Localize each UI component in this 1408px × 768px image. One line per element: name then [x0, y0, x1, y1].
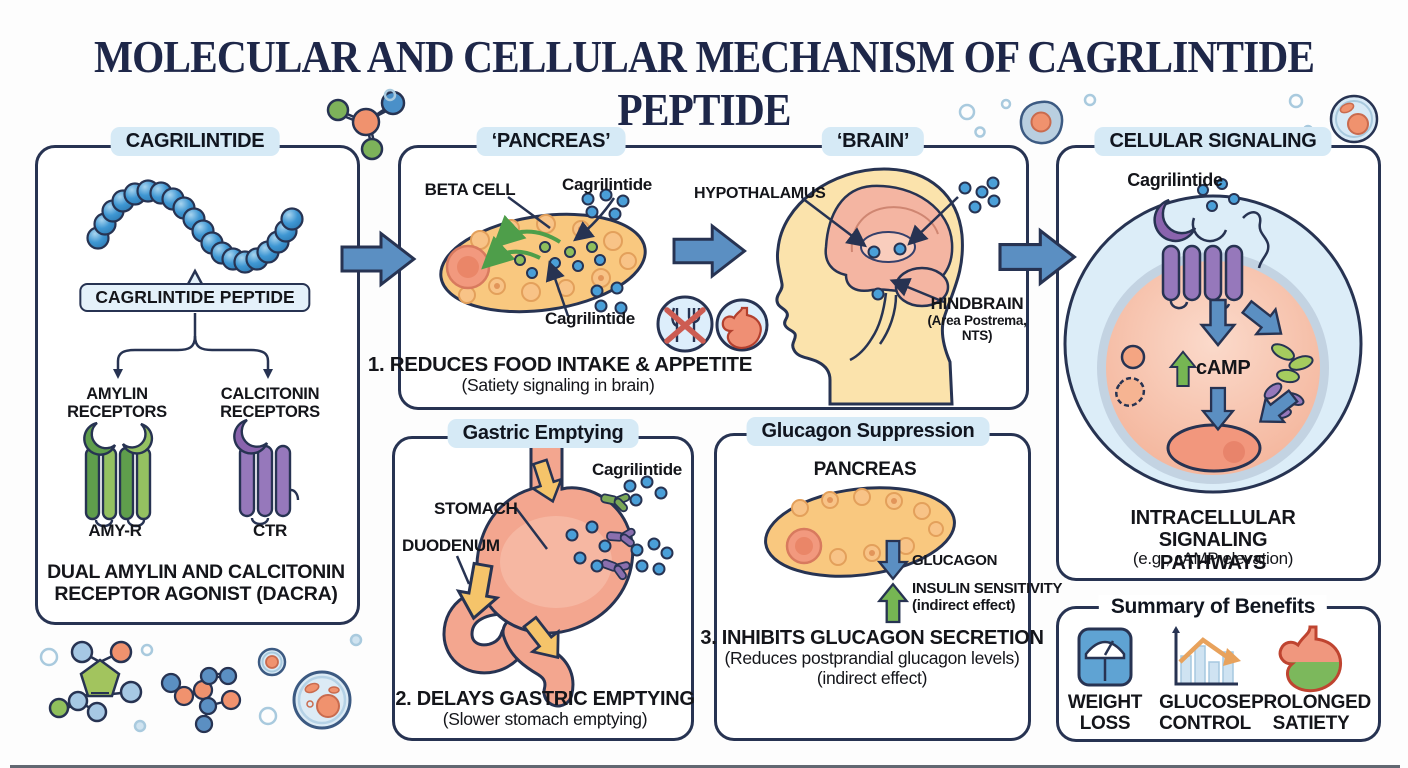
benefit-glucose-control-label: GLUCOSE CONTROL — [1159, 692, 1251, 735]
gastric-dots — [565, 475, 674, 576]
stomach-label: STOMACH — [434, 499, 518, 518]
glucagon-effect-sub: (Reduces postprandial glucagon levels) (… — [724, 648, 1020, 688]
peptide-tag: CAGRLINTIDE PEPTIDE — [79, 283, 311, 312]
cagrilintide-panel-header: CAGRILINTIDE — [110, 127, 280, 156]
molecule-pentagon-icon — [48, 640, 143, 723]
glucose-chart-icon — [1172, 626, 1241, 686]
stomach-illustration — [442, 444, 674, 708]
pancreas-effect-sub: (Satiety signaling in brain) — [461, 375, 655, 395]
gastric-connectors — [455, 507, 548, 585]
cagrilintide-top-label: Cagrilintide — [562, 175, 652, 194]
cell-cagrilintide-label: Cagrilintide — [1127, 170, 1223, 190]
cell-caption-sub: (e.g., cAMP elevation) — [1132, 549, 1294, 568]
ctr-label: CTR — [252, 521, 288, 540]
pancreas-connectors — [507, 195, 616, 317]
gastric-cagrilintide-label: Cagrilintide — [592, 460, 682, 479]
duodenum-label: DUODENUM — [402, 536, 500, 555]
glucagon-effect-main: 3. INHIBITS GLUCAGON SECRETION — [700, 627, 1044, 649]
glucagon-arrow-label: GLUCAGON — [912, 552, 998, 569]
calcitonin-receptors-label: CALCITONIN RECEPTORS — [220, 385, 320, 422]
nucleus — [1166, 423, 1262, 473]
pancreas-effect-main: 1. REDUCES FOOD INTAKE & APPETITE — [367, 353, 753, 376]
page-title: MOLECULAR AND CELLULAR MECHANISM OF CAGR… — [93, 31, 1315, 135]
dacra-label: DUAL AMYLIN AND CALCITONIN RECEPTOR AGON… — [47, 561, 345, 605]
gastric-panel-header: Gastric Emptying — [447, 419, 639, 448]
flow-arrow-left-to-pancreas — [340, 232, 416, 286]
peptide-chain — [86, 179, 304, 274]
amylin-receptor-icon — [83, 421, 154, 528]
no-food-icon — [656, 295, 714, 353]
brain-dots-cluster — [958, 176, 1001, 214]
stomach-icon — [1278, 625, 1343, 693]
stomach-badge-icon — [715, 298, 769, 352]
brain-section-header: ‘BRAIN’ — [821, 127, 925, 156]
flow-arrow-pancreas-to-brain — [672, 224, 747, 278]
molecule-top-icon — [326, 90, 406, 161]
camp-label: cAMP — [1196, 357, 1251, 379]
benefit-weight-loss-label: WEIGHT LOSS — [1067, 692, 1143, 735]
receptor-branch-lines — [113, 313, 273, 379]
cellular-panel-header: CELULAR SIGNALING — [1094, 127, 1332, 156]
cell-receptor-dots — [1197, 178, 1240, 212]
cagrilintide-bottom-label: Cagrilintide — [545, 309, 635, 328]
amylin-receptors-label: AMYLIN RECEPTORS — [67, 385, 167, 422]
cell-small-bottom-icon — [257, 647, 287, 677]
insulin-up-arrow — [878, 583, 908, 624]
glucagon-pancreas-label: PANCREAS — [813, 459, 917, 480]
amy-r-label: AMY-R — [88, 521, 142, 540]
molecule-bottom-icon — [160, 666, 242, 734]
cell-large-bottom-icon — [292, 670, 352, 730]
cagrilintide-dots-bottom — [590, 281, 628, 315]
gastric-effect-sub: (Slower stomach emptying) — [442, 709, 648, 729]
glucagon-panel-header: Glucagon Suppression — [746, 417, 990, 446]
glucagon-suppression-panel — [714, 433, 1031, 741]
cell-caption-main: INTRACELLULAR SIGNALING PATHWAYS — [1130, 507, 1296, 574]
summary-panel-header: Summary of Benefits — [1098, 595, 1328, 619]
insulin-arrow-label: INSULIN SENSITIVITY (indirect effect) — [912, 580, 1063, 614]
calcitonin-receptor-icon — [233, 418, 300, 526]
bottom-edge-line — [10, 765, 1400, 768]
head-profile-illustration — [775, 167, 964, 406]
gastric-receptor-icons — [600, 493, 636, 581]
brain-connectors — [801, 196, 959, 304]
hindbrain-label: HINDBRAIN — [930, 294, 1024, 313]
hypothalamus-label: HYPOTHALAMUS — [694, 185, 826, 202]
bubbles — [39, 88, 1314, 733]
gastric-effect-main: 2. DELAYS GASTRIC EMPTYING — [395, 688, 695, 710]
glucagon-pancreas-illustration — [764, 486, 956, 578]
cell-receptor-icon — [1153, 198, 1270, 311]
flow-arrow-brain-to-cell — [998, 229, 1076, 285]
beta-cell-label: BETA CELL — [424, 180, 516, 199]
benefit-prolonged-satiety-label: PROLONGED SATIETY — [1251, 692, 1371, 735]
hindbrain-sub-label: (Area Postrema, NTS) — [927, 313, 1027, 344]
cell-top-right-icon — [1329, 94, 1379, 144]
weight-scale-icon — [1077, 627, 1133, 687]
cagrilintide-dots-top — [581, 188, 630, 221]
cell-blob-top-icon — [1019, 100, 1064, 145]
pancreas-section-header: ‘PANCREAS’ — [476, 127, 626, 156]
